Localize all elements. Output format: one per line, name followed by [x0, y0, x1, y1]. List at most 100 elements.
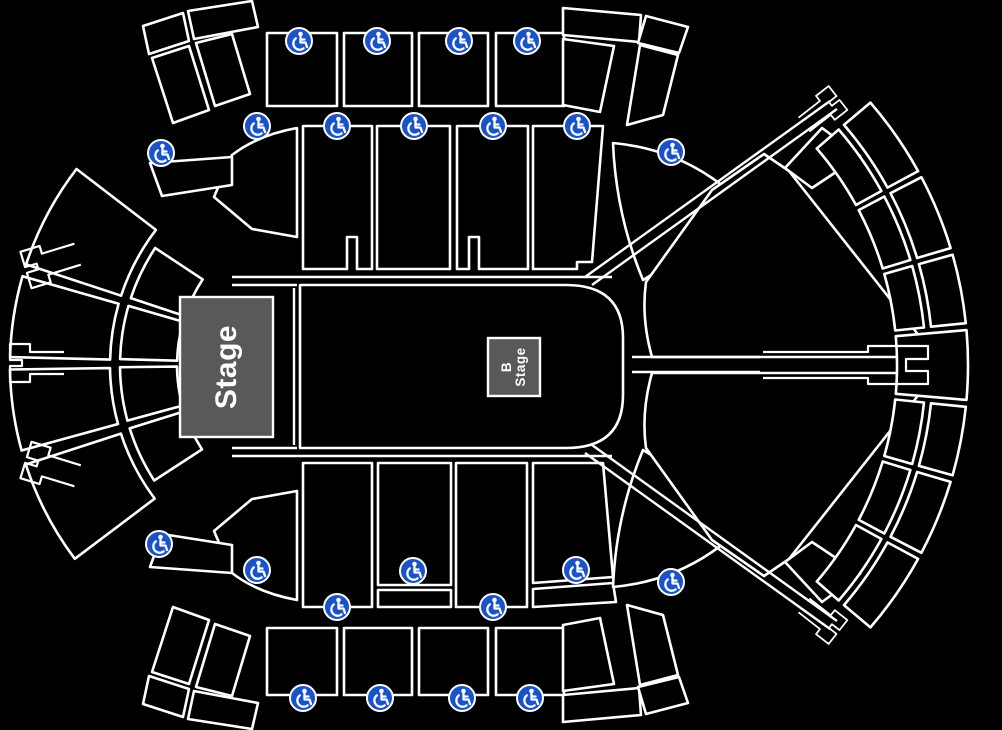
seating-section[interactable] — [194, 32, 252, 108]
wheelchair-accessible-icon[interactable] — [516, 684, 544, 712]
seating-section[interactable] — [8, 366, 120, 452]
wheelchair-accessible-icon[interactable] — [513, 27, 541, 55]
accessible-icon-circle — [479, 112, 507, 140]
seating-section[interactable] — [889, 470, 952, 555]
accessible-icon-circle — [323, 112, 351, 140]
seating-section[interactable] — [561, 616, 616, 693]
wheelchair-accessible-icon[interactable] — [479, 112, 507, 140]
seating-section[interactable] — [212, 489, 299, 602]
seating-section[interactable] — [150, 44, 211, 125]
wheelchair-accessible-icon[interactable] — [448, 684, 476, 712]
wheelchair-accessible-icon[interactable] — [563, 112, 591, 140]
seating-section[interactable] — [194, 622, 252, 698]
accessible-icon-circle — [145, 530, 173, 558]
wheelchair-figure-body — [459, 35, 469, 49]
seating-section[interactable] — [883, 398, 926, 466]
seating-section[interactable] — [24, 167, 158, 297]
seating-section[interactable] — [24, 432, 156, 561]
wheelchair-figure-head — [492, 116, 497, 122]
seating-section[interactable] — [857, 460, 912, 535]
seating-section[interactable] — [376, 461, 453, 587]
wheelchair-accessible-icon[interactable] — [657, 138, 685, 166]
walkway-line — [232, 275, 612, 287]
seating-section[interactable] — [455, 124, 530, 271]
wheelchair-figure-wheel — [523, 694, 536, 708]
seating-section[interactable] — [917, 402, 968, 477]
seating-section[interactable] — [298, 283, 625, 450]
b-stage-label-line1: B — [499, 362, 514, 372]
seating-section[interactable] — [186, 689, 260, 730]
wheelchair-accessible-icon[interactable] — [147, 139, 175, 167]
seating-section[interactable] — [342, 626, 414, 697]
wheelchair-accessible-icon[interactable] — [399, 557, 427, 585]
seating-section[interactable] — [625, 43, 680, 127]
entrance-tunnel — [797, 85, 849, 133]
wheelchair-figure-head — [576, 116, 581, 122]
seating-section[interactable] — [150, 605, 211, 686]
seating-section[interactable] — [454, 461, 529, 609]
seating-section[interactable] — [894, 328, 970, 402]
seating-section[interactable] — [148, 155, 234, 198]
seating-section[interactable] — [883, 264, 926, 332]
seating-section[interactable] — [815, 128, 883, 207]
seating-section[interactable] — [301, 124, 374, 271]
wheelchair-accessible-icon[interactable] — [366, 684, 394, 712]
accessible-icon-circle — [363, 27, 391, 55]
seating-section[interactable] — [889, 175, 952, 260]
wheelchair-accessible-icon[interactable] — [243, 556, 271, 584]
seating-section[interactable] — [561, 686, 643, 724]
seating-section[interactable] — [118, 304, 185, 362]
seating-section[interactable] — [561, 37, 616, 114]
seating-section[interactable] — [141, 11, 191, 56]
wheelchair-figure-head — [376, 31, 381, 37]
wheelchair-accessible-icon[interactable] — [289, 684, 317, 712]
wheelchair-figure-wheel — [569, 566, 582, 580]
walkway-line — [584, 444, 838, 630]
seating-section[interactable] — [815, 523, 883, 602]
seating-section[interactable] — [636, 14, 690, 55]
wheelchair-accessible-icon[interactable] — [657, 568, 685, 596]
seating-section[interactable] — [375, 124, 452, 271]
wheelchair-figure-wheel — [330, 603, 343, 617]
wheelchair-accessible-icon[interactable] — [363, 27, 391, 55]
wheelchair-accessible-icon[interactable] — [562, 556, 590, 584]
seating-section[interactable] — [8, 274, 120, 361]
seating-section[interactable] — [842, 541, 920, 629]
wheelchair-accessible-icon[interactable] — [445, 27, 473, 55]
accessible-icon-circle — [513, 27, 541, 55]
seating-section[interactable] — [118, 365, 184, 422]
seating-section[interactable] — [265, 626, 339, 697]
seating-section[interactable] — [342, 31, 414, 108]
seating-section[interactable] — [625, 603, 680, 687]
seating-section[interactable] — [917, 253, 968, 328]
wheelchair-figure-body — [493, 120, 503, 134]
accessible-icon-circle — [657, 568, 685, 596]
seating-section[interactable] — [417, 626, 490, 697]
accessible-icon-circle — [563, 112, 591, 140]
seating-section[interactable] — [531, 124, 605, 271]
seating-section[interactable] — [857, 195, 912, 270]
wheelchair-accessible-icon[interactable] — [400, 112, 428, 140]
wheelchair-accessible-icon[interactable] — [243, 112, 271, 140]
seating-section[interactable] — [212, 126, 299, 239]
seating-section[interactable] — [141, 674, 191, 719]
wheelchair-accessible-icon[interactable] — [479, 593, 507, 621]
seating-section[interactable] — [265, 31, 339, 108]
wheelchair-accessible-icon[interactable] — [285, 27, 313, 55]
wheelchair-figure-body — [413, 565, 423, 579]
seating-section[interactable] — [561, 6, 643, 44]
seating-section[interactable] — [376, 588, 453, 609]
wheelchair-figure-body — [671, 576, 681, 590]
seating-section[interactable] — [531, 581, 618, 609]
wheelchair-accessible-icon[interactable] — [323, 593, 351, 621]
seating-section[interactable] — [186, 0, 260, 41]
wheelchair-figure-body — [299, 35, 309, 49]
seating-section[interactable] — [301, 461, 374, 609]
seating-section[interactable] — [842, 101, 920, 189]
wheelchair-figure-wheel — [152, 540, 165, 554]
wheelchair-figure-head — [670, 572, 675, 578]
wheelchair-accessible-icon[interactable] — [145, 530, 173, 558]
wheelchair-accessible-icon[interactable] — [323, 112, 351, 140]
wheelchair-figure-head — [461, 688, 466, 694]
seating-section[interactable] — [636, 675, 690, 716]
